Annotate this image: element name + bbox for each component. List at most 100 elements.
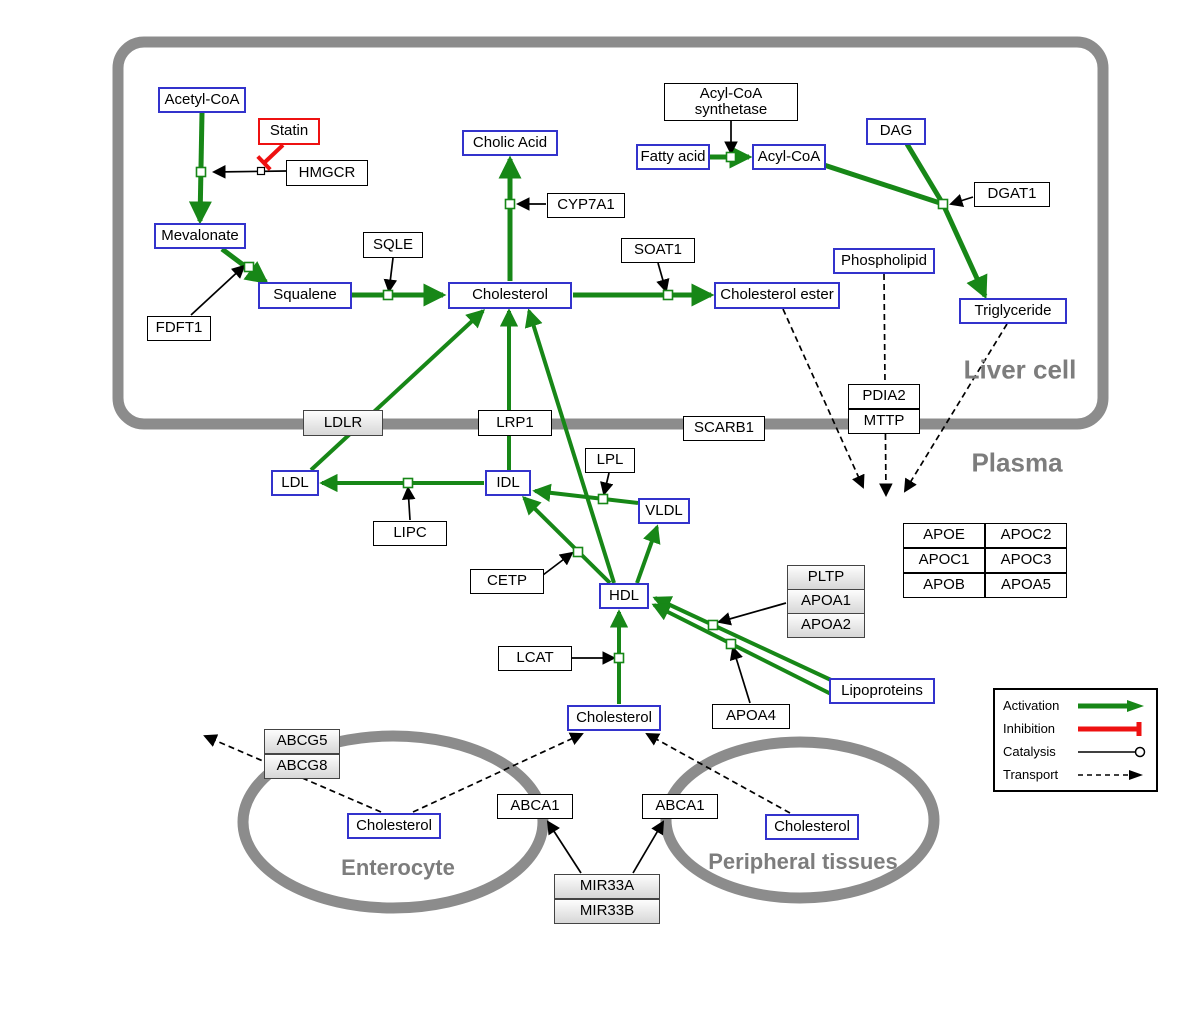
edge-transport-38 xyxy=(412,732,584,813)
node-fatty-acid[interactable]: Fatty acid xyxy=(636,144,710,170)
node-abcg5[interactable]: ABCG5 xyxy=(264,728,340,754)
node-apoc3[interactable]: APOC3 xyxy=(985,547,1067,573)
node-dgat1[interactable]: DGAT1 xyxy=(974,181,1050,207)
edge-transport-39 xyxy=(645,733,791,814)
node-soat1[interactable]: SOAT1 xyxy=(621,237,695,263)
node-vldl[interactable]: VLDL xyxy=(638,498,690,524)
node-cholesterol-enterocyte[interactable]: Cholesterol xyxy=(347,813,441,839)
node-ldl[interactable]: LDL xyxy=(271,470,319,496)
legend: Activation Inhibition Catalysis Transpor… xyxy=(993,688,1158,792)
node-mevalonate[interactable]: Mevalonate xyxy=(154,223,246,249)
interaction-anchor xyxy=(613,652,625,664)
node-acyl-coa[interactable]: Acyl-CoA xyxy=(752,144,826,170)
node-fdft1[interactable]: FDFT1 xyxy=(147,315,211,341)
node-cholesterol-peripheral[interactable]: Cholesterol xyxy=(765,814,859,840)
activation-arrow-symbol xyxy=(1078,699,1144,712)
node-abca1-left[interactable]: ABCA1 xyxy=(497,793,573,819)
node-dag[interactable]: DAG xyxy=(866,117,926,145)
edge-catalysis-31 xyxy=(729,646,751,704)
interaction-anchor xyxy=(243,261,255,273)
node-ldlr[interactable]: LDLR xyxy=(303,410,383,436)
node-cholesterol-ester[interactable]: Cholesterol ester xyxy=(714,281,840,309)
edge-activation-6 xyxy=(823,162,944,207)
interaction-anchor xyxy=(725,638,737,650)
node-idl[interactable]: IDL xyxy=(485,470,531,496)
legend-row-inhibition: Inhibition xyxy=(1003,721,1148,737)
node-abca1-right[interactable]: ABCA1 xyxy=(642,793,718,819)
node-mir33b[interactable]: MIR33B xyxy=(554,898,660,924)
node-apoc2[interactable]: APOC2 xyxy=(985,522,1067,548)
node-phospholipid[interactable]: Phospholipid xyxy=(833,248,935,274)
interaction-anchor xyxy=(402,477,414,489)
node-scarb1[interactable]: SCARB1 xyxy=(683,415,765,441)
legend-row-transport: Transport xyxy=(1003,767,1148,783)
edge-catalysis-21 xyxy=(383,257,398,294)
edge-transport-36 xyxy=(903,323,1008,493)
node-acetyl-coa[interactable]: Acetyl-CoA xyxy=(158,87,246,113)
legend-activation-label: Activation xyxy=(1003,698,1060,713)
edge-catalysis-28 xyxy=(542,551,574,576)
node-statin[interactable]: Statin xyxy=(258,117,320,145)
legend-row-activation: Activation xyxy=(1003,698,1148,714)
node-cholesterol-liver[interactable]: Cholesterol xyxy=(448,281,572,309)
node-mir33a[interactable]: MIR33A xyxy=(554,873,660,899)
node-squalene[interactable]: Squalene xyxy=(258,281,352,309)
node-apoc1[interactable]: APOC1 xyxy=(903,547,985,573)
interaction-anchor xyxy=(504,198,516,210)
node-apoa5[interactable]: APOA5 xyxy=(985,572,1067,598)
interaction-anchor xyxy=(572,546,584,558)
legend-inhibition-label: Inhibition xyxy=(1003,721,1056,736)
node-cetp[interactable]: CETP xyxy=(470,568,544,594)
liver-cell-label: Liver cell xyxy=(963,354,1077,385)
inhibition-tbar-symbol xyxy=(1078,721,1142,736)
node-triglyceride[interactable]: Triglyceride xyxy=(959,298,1067,324)
node-apoa4[interactable]: APOA4 xyxy=(712,703,790,729)
enterocyte-label: Enterocyte xyxy=(341,855,455,880)
edge-catalysis-32 xyxy=(546,820,582,874)
catalysis-anchor xyxy=(256,166,266,176)
edge-catalysis-20 xyxy=(190,264,246,316)
enterocyte-compartment xyxy=(237,730,549,914)
edge-catalysis-26 xyxy=(401,485,416,521)
plasma-label: Plasma xyxy=(971,447,1063,478)
node-apoa1[interactable]: APOA1 xyxy=(787,588,865,614)
node-sqle[interactable]: SQLE xyxy=(363,232,423,258)
edge-transport-34 xyxy=(782,308,865,489)
inhibition-tbar xyxy=(256,155,272,171)
transport-dashed-arrow-symbol xyxy=(1078,769,1143,780)
node-abcg8[interactable]: ABCG8 xyxy=(264,753,340,779)
node-lipc[interactable]: LIPC xyxy=(373,520,447,546)
node-cholic-acid[interactable]: Cholic Acid xyxy=(462,130,558,156)
node-cyp7a1[interactable]: CYP7A1 xyxy=(547,192,625,218)
edge-activation-17 xyxy=(652,596,832,682)
node-acyl-coa-synthetase[interactable]: Acyl-CoA synthetase xyxy=(664,83,798,121)
node-hmgcr[interactable]: HMGCR xyxy=(286,160,368,186)
legend-row-catalysis: Catalysis xyxy=(1003,744,1148,760)
node-lcat[interactable]: LCAT xyxy=(498,645,572,671)
node-apoe[interactable]: APOE xyxy=(903,522,985,548)
node-pdia2[interactable]: PDIA2 xyxy=(848,383,920,409)
node-cholesterol-plasma[interactable]: Cholesterol xyxy=(567,705,661,731)
node-apob[interactable]: APOB xyxy=(903,572,985,598)
node-lrp1[interactable]: LRP1 xyxy=(478,410,552,436)
node-pltp[interactable]: PLTP xyxy=(787,564,865,590)
node-mttp[interactable]: MTTP xyxy=(848,408,920,434)
edge-catalysis-19 xyxy=(211,165,287,179)
node-lpl[interactable]: LPL xyxy=(585,447,635,473)
node-hdl[interactable]: HDL xyxy=(599,583,649,609)
interaction-anchor xyxy=(195,166,207,178)
node-lipoproteins[interactable]: Lipoproteins xyxy=(829,678,935,704)
interaction-anchor xyxy=(707,619,719,631)
edge-catalysis-30 xyxy=(717,602,787,626)
interaction-anchor xyxy=(725,151,737,163)
node-apoa2[interactable]: APOA2 xyxy=(787,612,865,638)
edge-catalysis-25 xyxy=(949,194,974,207)
legend-catalysis-label: Catalysis xyxy=(1003,744,1056,759)
interaction-anchor xyxy=(382,289,394,301)
edge-activation-8 xyxy=(940,202,988,300)
edge-activation-18 xyxy=(651,603,834,697)
edge-activation-13 xyxy=(522,496,612,585)
liver-cell-compartment xyxy=(112,36,1109,430)
